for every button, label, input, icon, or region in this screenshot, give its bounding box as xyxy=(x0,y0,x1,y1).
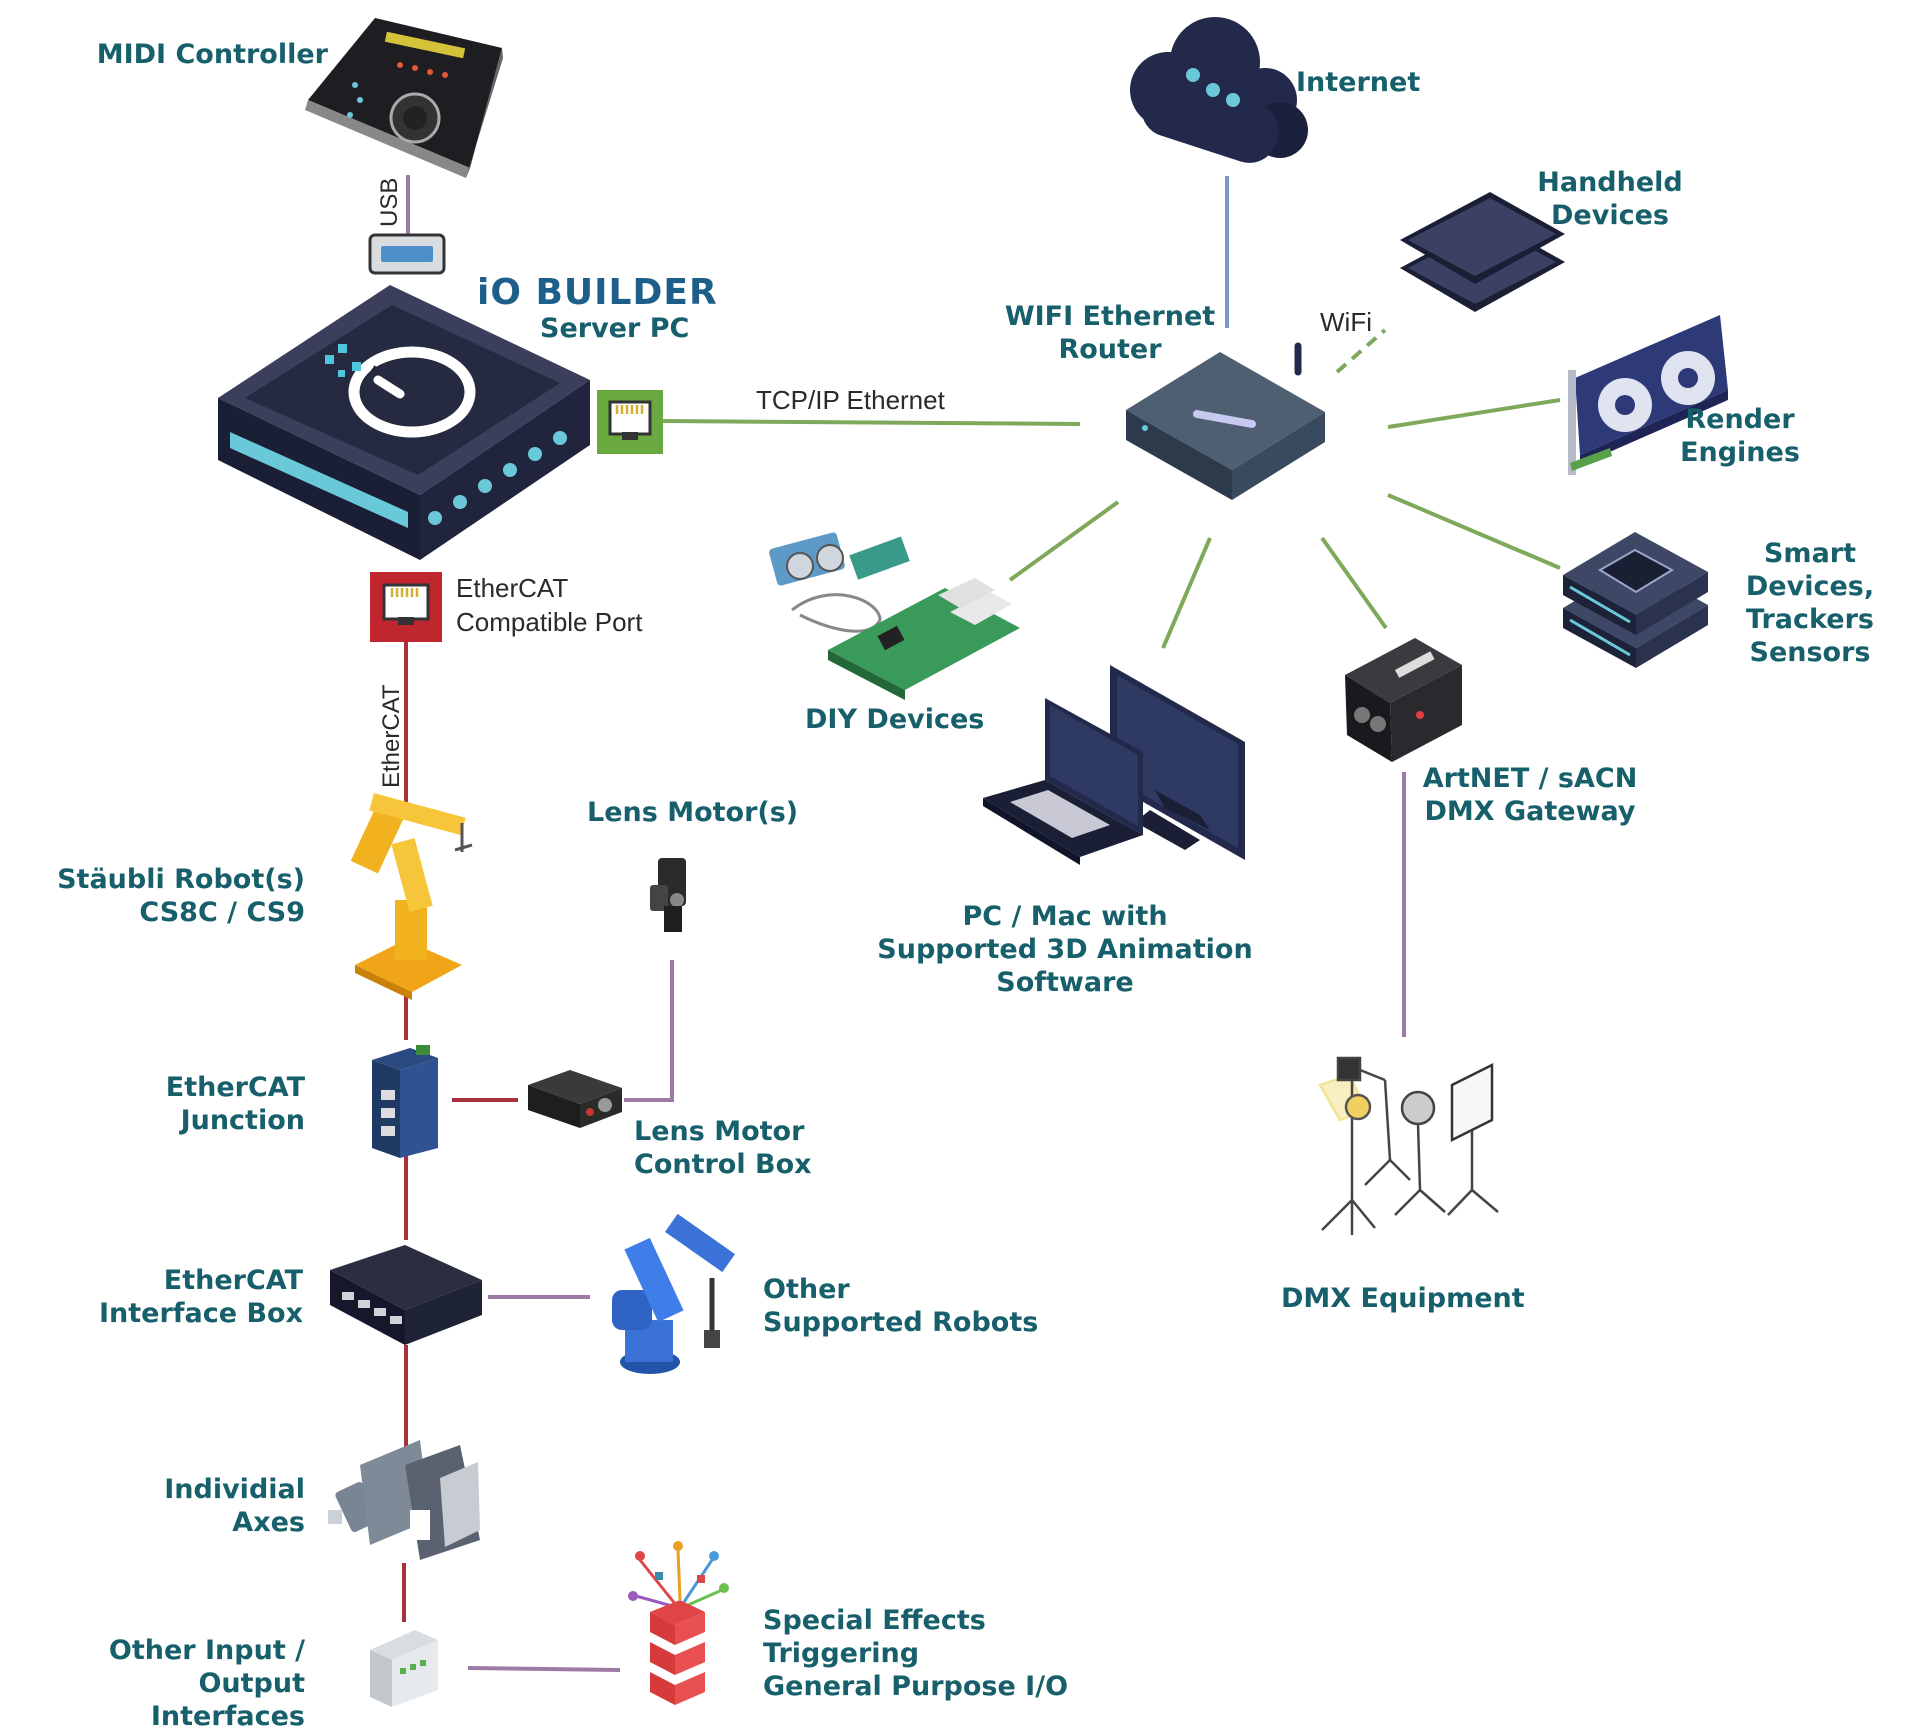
blue-robot-icon xyxy=(612,1213,735,1374)
render-link xyxy=(1387,398,1561,429)
monitor-laptop-icon xyxy=(983,665,1245,865)
ethercat-junction-label: EtherCAT Junction xyxy=(165,1072,305,1136)
server-brand: iO BUILDER xyxy=(477,272,718,313)
diy-link xyxy=(1008,500,1120,582)
dmx-gateway-icon xyxy=(1345,638,1462,762)
usb-port-icon xyxy=(368,233,446,275)
fireworks-icon xyxy=(628,1541,729,1705)
special-fx-label: Special Effects Triggering General Purpo… xyxy=(763,1605,1069,1702)
tablet-icon xyxy=(1400,192,1565,312)
robot-arm-icon xyxy=(350,793,473,1000)
wifi-label: WiFi xyxy=(1320,307,1372,337)
dmx-gateway-label: ArtNET / sACN DMX Gateway xyxy=(1422,763,1638,827)
dmx-gateway-link xyxy=(1320,536,1388,630)
ethercat-link-label: EtherCAT xyxy=(378,684,405,788)
lens-box-label: Lens Motor Control Box xyxy=(634,1116,812,1180)
tcp-ip-link xyxy=(661,419,1081,426)
ethercat-port-icon xyxy=(370,572,442,642)
ethernet-port-icon xyxy=(597,390,663,454)
cloud-icon xyxy=(1130,17,1308,163)
lens-motor-icon xyxy=(650,858,686,932)
diy-label: DIY Devices xyxy=(805,704,985,735)
handheld-label: Handheld Devices xyxy=(1537,167,1683,231)
gpu-icon xyxy=(1568,315,1728,475)
dmx-equipment-label: DMX Equipment xyxy=(1281,1283,1525,1314)
wifi-link xyxy=(1335,328,1387,374)
pcmac-link xyxy=(1161,537,1212,649)
usb-link-label: USB xyxy=(376,177,403,227)
connections xyxy=(402,175,1561,1672)
staubli-label: Stäubli Robot(s) CS8C / CS9 xyxy=(57,864,305,928)
router-label: WIFI Ethernet Router xyxy=(1004,301,1216,365)
midi-controller-icon xyxy=(305,18,503,178)
render-label: Render Engines xyxy=(1680,404,1800,468)
tcp-ip-label: TCP/IP Ethernet xyxy=(756,385,945,415)
ethercat-port-label: EtherCAT Compatible Port xyxy=(456,573,643,637)
io-module-icon xyxy=(370,1630,438,1707)
pcmac-label: PC / Mac with Supported 3D Animation Sof… xyxy=(877,901,1253,998)
axes-label: Individial Axes xyxy=(164,1474,305,1538)
lens-motor-label: Lens Motor(s) xyxy=(587,797,799,828)
chip-icon xyxy=(1563,532,1708,668)
lens-box-icon xyxy=(528,1070,622,1128)
io-interfaces-label: Other Input / Output Interfaces xyxy=(108,1635,305,1732)
smart-label: Smart Devices, Trackers Sensors xyxy=(1745,538,1875,668)
studio-lights-icon xyxy=(1318,1056,1499,1235)
midi-controller-label: MIDI Controller xyxy=(96,39,328,70)
smart-link xyxy=(1387,493,1561,570)
server-subtitle: Server PC xyxy=(540,313,690,344)
server-pc-icon xyxy=(218,285,590,560)
raspberry-pi-icon xyxy=(769,532,1020,700)
router-icon xyxy=(1126,342,1325,500)
lens-link xyxy=(624,960,674,1102)
servo-motor-icon xyxy=(328,1440,480,1560)
fx-link xyxy=(467,1666,621,1672)
other-robots-label: Other Supported Robots xyxy=(763,1274,1039,1338)
interface-box-icon xyxy=(330,1245,482,1345)
ethercat-interface-label: EtherCAT Interface Box xyxy=(98,1265,303,1329)
internet-label: Internet xyxy=(1296,67,1421,98)
ethercat-junction-icon xyxy=(372,1045,438,1158)
